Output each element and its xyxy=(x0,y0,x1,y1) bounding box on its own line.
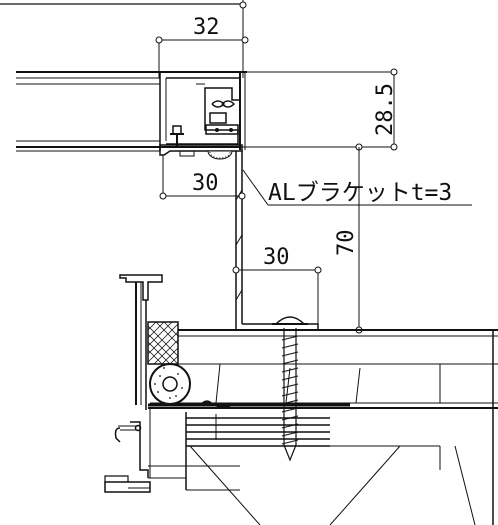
dimension-bracket-height: 70 xyxy=(318,147,363,334)
bracket-callout: ALブラケットt=3 xyxy=(242,169,472,206)
dim-30-upper-label: 30 xyxy=(192,171,219,196)
dimension-bracket-bottom-width: 30 xyxy=(159,155,246,200)
dim-28-5-label: 28.5 xyxy=(373,83,398,136)
dim-70-label: 70 xyxy=(334,230,359,257)
upper-frame xyxy=(16,71,247,152)
dimension-screw-offset: 30 xyxy=(232,245,322,324)
wall-structure xyxy=(148,329,498,525)
dim-30-lower-label: 30 xyxy=(263,245,290,270)
al-bracket xyxy=(159,144,319,331)
dimension-bracket-top-width: 32 xyxy=(0,0,249,78)
dim-32-label: 32 xyxy=(193,15,220,40)
dimension-frame-height: 28.5 xyxy=(240,68,398,151)
left-frame xyxy=(104,274,350,493)
callout-al-bracket-label: ALブラケットt=3 xyxy=(268,180,452,206)
